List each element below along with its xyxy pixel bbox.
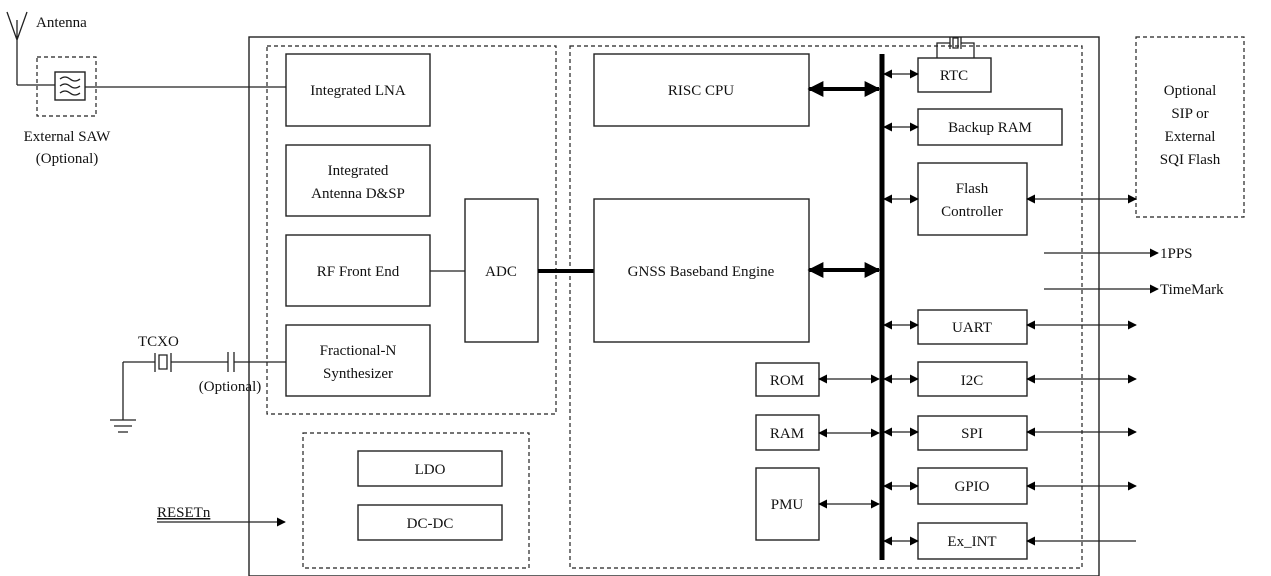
ldo-block bbox=[357, 450, 503, 487]
antenna-dsp-label-line1: Integrated bbox=[328, 163, 389, 179]
resetn-label: RESETn bbox=[157, 505, 211, 521]
dcdc-block bbox=[357, 504, 503, 541]
pps-label: 1PPS bbox=[1160, 246, 1193, 262]
ex-int-block bbox=[917, 522, 1028, 560]
antenna-icon bbox=[6, 11, 28, 85]
rf-front-end-label: RF Front End bbox=[317, 264, 400, 280]
antenna-label: Antenna bbox=[36, 15, 87, 31]
adc-label: ADC bbox=[485, 264, 517, 280]
gnss-baseband-block bbox=[593, 198, 810, 343]
gpio-block bbox=[917, 467, 1028, 505]
flash-controller-label-line1: Flash bbox=[956, 181, 989, 197]
flash-controller-label-line2: Controller bbox=[941, 204, 1003, 220]
pmu-label: PMU bbox=[771, 497, 804, 513]
risc-cpu-block bbox=[593, 53, 810, 127]
saw-label-line2: (Optional) bbox=[36, 151, 98, 167]
synthesizer-label-line1: Fractional-N bbox=[320, 343, 397, 359]
gpio-label: GPIO bbox=[954, 479, 989, 495]
i2c-block bbox=[917, 361, 1028, 397]
rtc-label: RTC bbox=[940, 68, 968, 84]
sip-label-line3: External bbox=[1165, 129, 1216, 145]
i2c-label: I2C bbox=[961, 373, 984, 389]
chip-boundary bbox=[248, 36, 1100, 576]
digital-section-group bbox=[569, 45, 1083, 569]
ldo-label: LDO bbox=[415, 462, 446, 478]
rom-label: ROM bbox=[770, 373, 804, 389]
ram-block bbox=[755, 414, 820, 451]
rf-section-group bbox=[266, 45, 557, 415]
synthesizer-label-line2: Synthesizer bbox=[323, 366, 393, 382]
ex-int-label: Ex_INT bbox=[947, 534, 996, 550]
saw-label-line1: External SAW bbox=[24, 129, 112, 145]
external-flash-group bbox=[1135, 36, 1245, 218]
dcdc-label: DC-DC bbox=[407, 516, 454, 532]
saw-filter-icon bbox=[54, 71, 86, 101]
rtc-crystal-icon bbox=[936, 37, 975, 58]
integrated-lna-block bbox=[285, 53, 431, 127]
uart-label: UART bbox=[952, 320, 992, 336]
rf-front-end-block bbox=[285, 234, 431, 307]
sip-label-line2: SIP or bbox=[1171, 106, 1208, 122]
sip-label-line1: Optional bbox=[1164, 83, 1217, 99]
tcxo-optional-label: (Optional) bbox=[199, 379, 261, 395]
tcxo-crystal-icon bbox=[110, 352, 286, 433]
antenna-dsp-block bbox=[285, 144, 431, 217]
saw-filter-group bbox=[36, 56, 97, 117]
integrated-lna-label: Integrated LNA bbox=[310, 83, 406, 99]
antenna-dsp-label-line2: Antenna D&SP bbox=[311, 186, 405, 202]
backup-ram-label: Backup RAM bbox=[948, 120, 1032, 136]
tcxo-label: TCXO bbox=[138, 334, 179, 350]
timemark-label: TimeMark bbox=[1160, 282, 1224, 298]
sip-label-line4: SQI Flash bbox=[1160, 152, 1221, 168]
power-section-group bbox=[302, 432, 530, 569]
spi-label: SPI bbox=[961, 426, 983, 442]
rtc-block bbox=[917, 57, 992, 93]
synthesizer-block bbox=[285, 324, 431, 397]
ram-label: RAM bbox=[770, 426, 804, 442]
gnss-baseband-label: GNSS Baseband Engine bbox=[628, 264, 775, 280]
risc-cpu-label: RISC CPU bbox=[668, 83, 734, 99]
flash-controller-block bbox=[917, 162, 1028, 236]
pmu-block bbox=[755, 467, 820, 541]
backup-ram-block bbox=[917, 108, 1063, 146]
